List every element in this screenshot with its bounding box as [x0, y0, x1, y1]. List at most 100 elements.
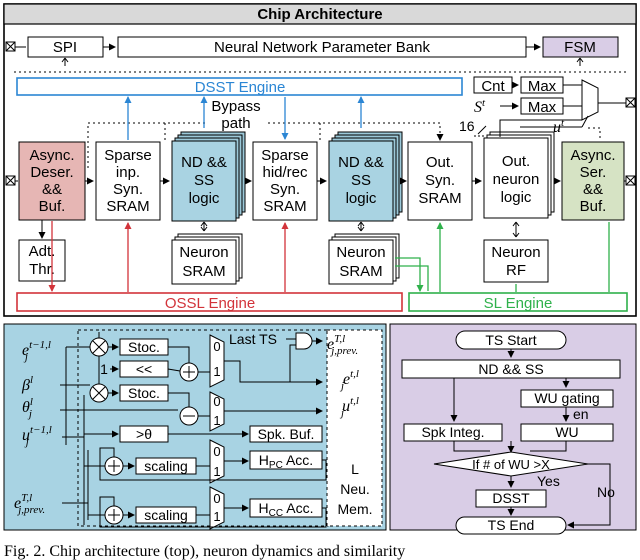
chip-title-bar: [3, 3, 637, 25]
sl-engine-label: SL Engine: [484, 295, 553, 312]
gt-theta-label: >θ: [136, 426, 152, 442]
wu-gating-label: WU gating: [534, 390, 599, 406]
nd-ss-2-l0: ND &&: [338, 154, 384, 171]
mux-label-7: 1: [213, 509, 220, 524]
async-deser-l3: Buf.: [39, 198, 66, 215]
mux-1: [209, 334, 225, 388]
out-neuron-l2: logic: [501, 189, 532, 206]
neuron-sram-1-l0: Neuron: [179, 244, 228, 261]
chip-title: Chip Architecture: [257, 6, 382, 23]
sparse-hid-l0: Sparse: [261, 147, 309, 164]
flowchart-panel: TS Start ND && SS WU gating en Spk Integ…: [389, 323, 637, 535]
out-syn-sram-block: [407, 141, 473, 221]
out-syn-l1: Syn.: [425, 172, 455, 189]
in-beta-label: βl: [21, 374, 33, 394]
no-label: No: [597, 484, 615, 500]
nd-ss-2-l1: SS: [351, 172, 371, 189]
spk-buf-label: Spk. Buf.: [258, 426, 315, 442]
out-syn-l2: SRAM: [418, 190, 461, 207]
chip-architecture-panel: Chip Architecture SPI Neural Network Par…: [3, 3, 637, 317]
out-neuron-l0: Out.: [502, 153, 530, 170]
neuron-sram-1-l1: SRAM: [182, 263, 225, 280]
spk-buf-block: [249, 425, 323, 443]
shift-label: <<: [136, 361, 152, 377]
sparse-inp-l2: Syn.: [113, 181, 143, 198]
multiply-node-2: [89, 383, 109, 403]
mux-label-6: 0: [213, 491, 220, 506]
yes-label: Yes: [537, 473, 560, 489]
sub-node: [179, 406, 199, 426]
async-deser-l1: Deser.: [30, 164, 73, 181]
max1-label: Max: [528, 78, 557, 95]
out-neuron-logic: Out. neuron logic: [483, 131, 555, 219]
mux-2: [209, 391, 225, 432]
adt-thr-block: [18, 239, 66, 282]
hcc-acc-label: HCC Acc.: [259, 500, 314, 519]
dsst-engine-label: DSST Engine: [195, 79, 286, 96]
add-node-1: [179, 362, 199, 382]
sl-engine-bar: [408, 292, 628, 312]
one-label: 1: [100, 361, 108, 377]
s-t-label: St: [474, 97, 486, 116]
figure-caption: Fig. 2. Chip architecture (top), neuron …: [4, 543, 405, 560]
dsst-label: DSST: [492, 490, 530, 506]
ossl-engine-label: OSSL Engine: [165, 295, 255, 312]
scaling-1-label: scaling: [144, 458, 188, 474]
neuron-sram-2-l0: Neuron: [336, 244, 385, 261]
nd-ss-1-l0: ND &&: [181, 154, 227, 171]
stoc-1-label: Stoc.: [128, 339, 160, 355]
async-deser-l2: &&: [42, 181, 62, 198]
out-neuron-l1: neuron: [493, 171, 540, 188]
wu-label: WU: [555, 424, 578, 440]
u-t-label: ut: [553, 117, 565, 136]
neuron-rf-l0: Neuron: [491, 244, 540, 261]
mux-label-0: 0: [213, 339, 220, 354]
max2-label: Max: [528, 99, 557, 116]
bypass-label: Bypass: [211, 98, 260, 115]
bus16-label: 16: [459, 118, 475, 134]
adt-thr-l0: Adt.: [29, 243, 56, 260]
sparse-inp-l3: SRAM: [106, 198, 149, 215]
sparse-inp-l0: Sparse: [104, 147, 152, 164]
nd-ss-1-l1: SS: [194, 172, 214, 189]
pin-mid-left: [5, 175, 16, 186]
nd-ss-logic-1: ND && SS logic: [171, 131, 246, 222]
sparse-inp-l1: inp.: [116, 164, 140, 181]
pin-top-left: [5, 41, 16, 52]
async-ser-l1: Ser.: [580, 164, 607, 181]
neuron-sram-2: Neuron SRAM: [328, 233, 400, 285]
nd-ss-label: ND && SS: [478, 361, 543, 377]
sparse-hid-l2: Syn.: [270, 181, 300, 198]
pin-out-right: [625, 97, 636, 108]
async-deser-block: [18, 141, 86, 221]
fsm-block: [542, 36, 619, 58]
decision-label: If # of WU >X: [472, 457, 550, 472]
en-label: en: [573, 406, 589, 422]
sparse-hid-l3: SRAM: [263, 198, 306, 215]
nd-ss-1-l2: logic: [189, 190, 220, 207]
nd-ss-node: [401, 359, 621, 379]
neuron-rf-block: [483, 239, 549, 283]
mux-label-5: 1: [213, 464, 220, 479]
neuron-sram-2-l1: SRAM: [339, 263, 382, 280]
mux-3: [209, 439, 225, 484]
ts-end-label: TS End: [488, 517, 535, 533]
wu-node: [520, 423, 614, 442]
wu-gating-node: [520, 389, 614, 408]
l-neu-mem-l0: L: [351, 461, 359, 477]
neuron-sram-1: Neuron SRAM: [171, 233, 243, 285]
mux-label-4: 0: [213, 444, 220, 459]
async-ser-l0: Async.: [570, 147, 615, 164]
spi-label: SPI: [53, 39, 77, 56]
l-neu-mem-l2: Mem.: [338, 501, 373, 517]
output-mux: [581, 79, 599, 121]
ts-end-node: [455, 516, 567, 535]
